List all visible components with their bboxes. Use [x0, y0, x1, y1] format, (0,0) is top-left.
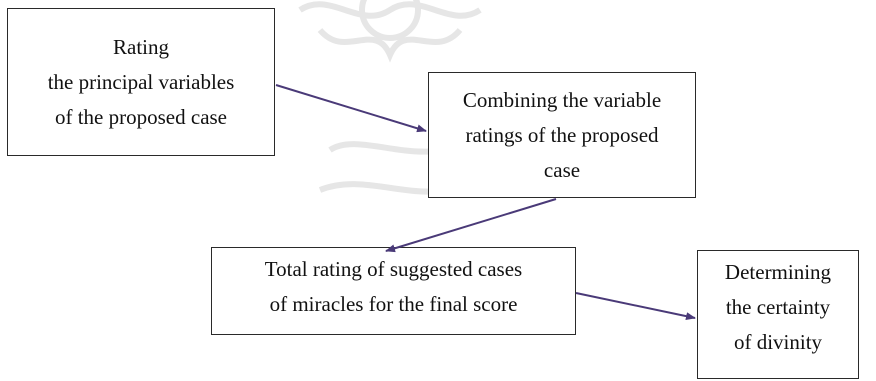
total-rating-box: Total rating of suggested cases of mirac… [211, 247, 576, 335]
box-line: of miracles for the final score [269, 292, 518, 316]
box-line: Total rating of suggested cases [264, 257, 523, 281]
arrow-rating-to-combining [275, 84, 427, 133]
box-line: ratings of the proposed [465, 122, 659, 147]
box-line: of divinity [733, 330, 823, 354]
arrow-combining-to-total [385, 198, 557, 253]
box-line: Determining [724, 260, 832, 284]
box-line: the principal variables [47, 69, 235, 94]
box-line: Rating [113, 34, 169, 59]
box-line: the certainty [725, 295, 831, 319]
box-line: case [543, 157, 581, 182]
arrow-total-to-certainty [575, 292, 696, 321]
rating-variables-box: Rating the principal variables of the pr… [7, 8, 275, 156]
box-line: Combining the variable [462, 87, 662, 112]
certainty-box: Determining the certainty of divinity [697, 250, 859, 379]
box-line: of the proposed case [54, 104, 228, 129]
combining-ratings-box: Combining the variable ratings of the pr… [428, 72, 696, 198]
